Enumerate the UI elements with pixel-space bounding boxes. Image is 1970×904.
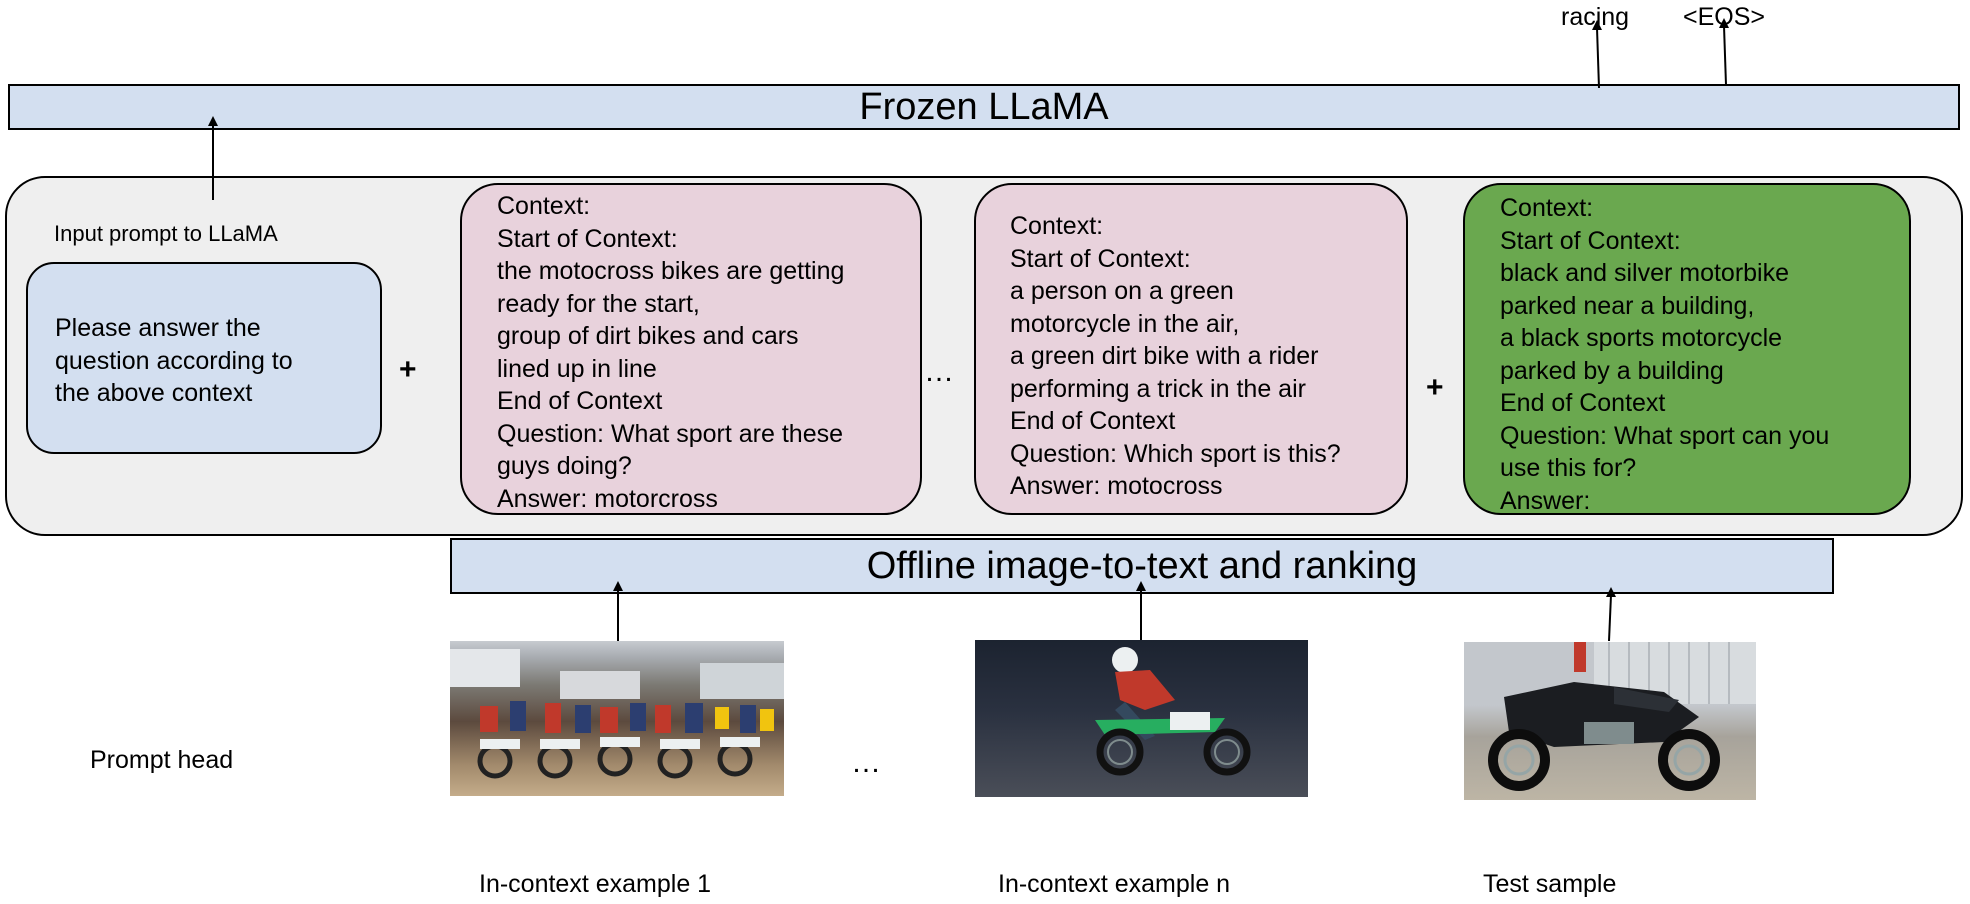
context-line: group of dirt bikes and cars xyxy=(497,322,799,350)
prompt-head-label: Prompt head xyxy=(90,746,234,774)
context-line: Context: xyxy=(1500,194,1594,222)
offline-stage-title: Offline image-to-text and ranking xyxy=(866,544,1418,587)
caption-in-context-example-1: In-context example 1 xyxy=(479,870,712,898)
context-line: Start of Context: xyxy=(497,224,678,253)
context-line: Context: xyxy=(1010,212,1104,240)
context-line: parked by a building xyxy=(1500,356,1724,385)
arrow-test-image-up xyxy=(1606,587,1616,642)
context-line: End of Context xyxy=(1010,407,1176,435)
context-line: lined up in line xyxy=(497,354,657,383)
context-line: Answer: motocross xyxy=(1010,472,1223,500)
arrow-to-eos xyxy=(1719,18,1729,86)
dirt-bike-jump-image xyxy=(975,640,1308,797)
context-line: Question: What sport can you xyxy=(1500,421,1830,450)
examples-ellipsis: … xyxy=(924,355,956,388)
context-line: ready for the start, xyxy=(497,289,700,318)
context-line: parked near a building, xyxy=(1500,291,1755,320)
context-line: Start of Context: xyxy=(1500,226,1681,255)
context-line: motorcycle in the air, xyxy=(1010,309,1240,338)
images-ellipsis: … xyxy=(851,746,883,779)
caption-test-sample: Test sample xyxy=(1483,870,1617,898)
example-1-context-box: Context: Start of Context: the motocross… xyxy=(460,183,922,515)
context-line: use this for? xyxy=(1500,454,1637,482)
context-line: Answer: xyxy=(1500,486,1591,515)
context-line: Question: Which sport is this? xyxy=(1010,439,1341,468)
context-line: a black sports motorcycle xyxy=(1500,324,1783,352)
test-sample-context-box: Context: Start of Context: black and sil… xyxy=(1463,183,1911,515)
context-line: End of Context xyxy=(497,387,663,415)
context-line: a person on a green xyxy=(1010,277,1234,305)
frozen-llama-block: Frozen LLaMA xyxy=(8,84,1960,130)
context-line: Answer: motorcross xyxy=(497,484,718,513)
arrow-to-racing xyxy=(1592,20,1602,89)
context-line: End of Context xyxy=(1500,389,1666,417)
instruction-line: Please answer the xyxy=(55,314,261,342)
instruction-line: question according to xyxy=(55,346,293,375)
caption-in-context-example-n: In-context example n xyxy=(998,870,1231,898)
plus-sign: + xyxy=(1426,371,1444,404)
context-line: guys doing? xyxy=(497,452,632,480)
context-line: a green dirt bike with a rider xyxy=(1010,342,1319,370)
context-line: Context: xyxy=(497,192,591,220)
parked-motorcycle-image xyxy=(1464,642,1756,800)
plus-sign: + xyxy=(399,353,417,386)
context-line: performing a trick in the air xyxy=(1010,374,1306,403)
context-line: Question: What sport are these xyxy=(497,419,844,448)
context-line: black and silver motorbike xyxy=(1500,259,1790,287)
context-line: the motocross bikes are getting xyxy=(497,257,845,285)
instruction-box: Please answer the question according to … xyxy=(26,262,382,454)
instruction-line: the above context xyxy=(55,379,253,407)
frozen-llama-title: Frozen LLaMA xyxy=(859,85,1109,128)
motocross-start-line-image xyxy=(450,641,784,796)
input-prompt-label: Input prompt to LLaMA xyxy=(54,221,278,246)
example-n-context-box: Context: Start of Context: a person on a… xyxy=(974,183,1408,515)
context-line: Start of Context: xyxy=(1010,244,1191,273)
